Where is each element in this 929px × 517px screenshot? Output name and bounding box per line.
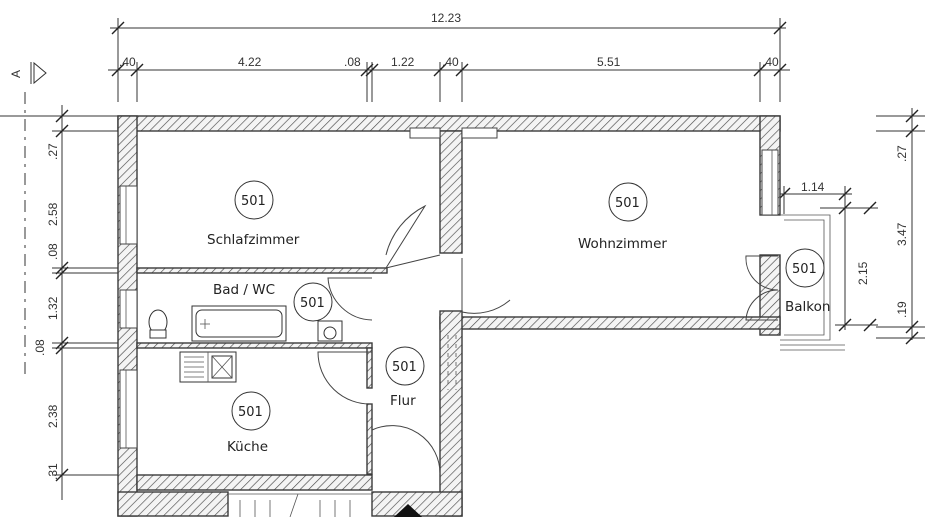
right-dimensions: .27 3.47 .19: [876, 108, 925, 345]
room-name: Küche: [227, 439, 268, 455]
stairwell: [228, 493, 422, 517]
dim-left-seg-5: .08: [33, 339, 47, 356]
room-flur: 501 Flur: [385, 346, 425, 409]
dim-top-seg-7: .40: [762, 55, 779, 69]
room-number: 501: [615, 196, 640, 211]
dim-left-seg-1: .27: [46, 143, 60, 160]
room-number: 501: [300, 296, 325, 311]
room-name: Bad / WC: [213, 282, 275, 298]
dim-top-total: 12.23: [431, 11, 461, 25]
room-number-badge: 501: [234, 180, 274, 220]
dim-top-seg-1: .40: [119, 55, 136, 69]
dim-top-seg-6: 5.51: [597, 55, 621, 69]
section-marker-label: A: [9, 70, 23, 78]
dim-right-seg-3: .19: [895, 301, 909, 318]
dim-top-seg-3: .08: [344, 55, 361, 69]
room-name: Flur: [390, 393, 416, 409]
dim-left-seg-2: 2.58: [46, 202, 60, 226]
room-number-badge: 501: [608, 182, 648, 222]
dim-top-seg-5: .40: [442, 55, 459, 69]
dim-right-seg-1: .27: [895, 145, 909, 162]
balcony-outline: [780, 214, 845, 351]
room-number-badge: 501: [231, 391, 271, 431]
room-number-badge: 501: [293, 282, 333, 322]
windows: [119, 149, 779, 449]
sink: [317, 320, 343, 342]
room-schlafzimmer: 501 Schlafzimmer: [207, 180, 300, 248]
chimney-niches: [409, 127, 498, 139]
dim-left-seg-6: 2.38: [46, 404, 60, 428]
dim-left-seg-4: 1.32: [46, 296, 60, 320]
room-number: 501: [792, 262, 817, 277]
top-dimensions: 12.23 .40 4.22 .08 1.22 .40 5.51 .40: [108, 11, 790, 102]
room-number: 501: [238, 405, 263, 420]
doors: [317, 204, 779, 475]
room-wohnzimmer: 501 Wohnzimmer: [578, 182, 667, 252]
dim-right-seg-2: 3.47: [895, 222, 909, 246]
dim-left-seg-3: .08: [46, 243, 60, 260]
room-name: Wohnzimmer: [578, 236, 667, 252]
entrance-arrow-icon: [394, 504, 422, 517]
dim-balcony-depth: 2.15: [856, 261, 870, 285]
stove-sink-unit: [179, 351, 237, 383]
room-number-badge: 501: [785, 248, 825, 288]
toilet: [148, 309, 168, 339]
dim-balcony-width: 1.14: [801, 180, 825, 194]
room-number: 501: [241, 194, 266, 209]
room-name: Balkon: [785, 299, 830, 315]
left-dimensions: .27 2.58 .08 1.32 .08 2.38 .31: [33, 105, 118, 500]
room-balkon: 501 Balkon: [785, 248, 830, 315]
bathtub: [191, 305, 287, 342]
room-kueche: 501 Küche: [227, 391, 271, 455]
room-number: 501: [392, 360, 417, 375]
dim-top-seg-4: 1.22: [391, 55, 415, 69]
dim-top-seg-2: 4.22: [238, 55, 262, 69]
balcony-dimensions: 1.14 2.15: [776, 180, 878, 332]
corridor-markings: [447, 335, 457, 390]
room-bad-wc: 501 Bad / WC: [213, 282, 333, 322]
room-number-badge: 501: [385, 346, 425, 386]
dim-left-seg-7: .31: [46, 463, 60, 480]
room-name: Schlafzimmer: [207, 232, 300, 248]
